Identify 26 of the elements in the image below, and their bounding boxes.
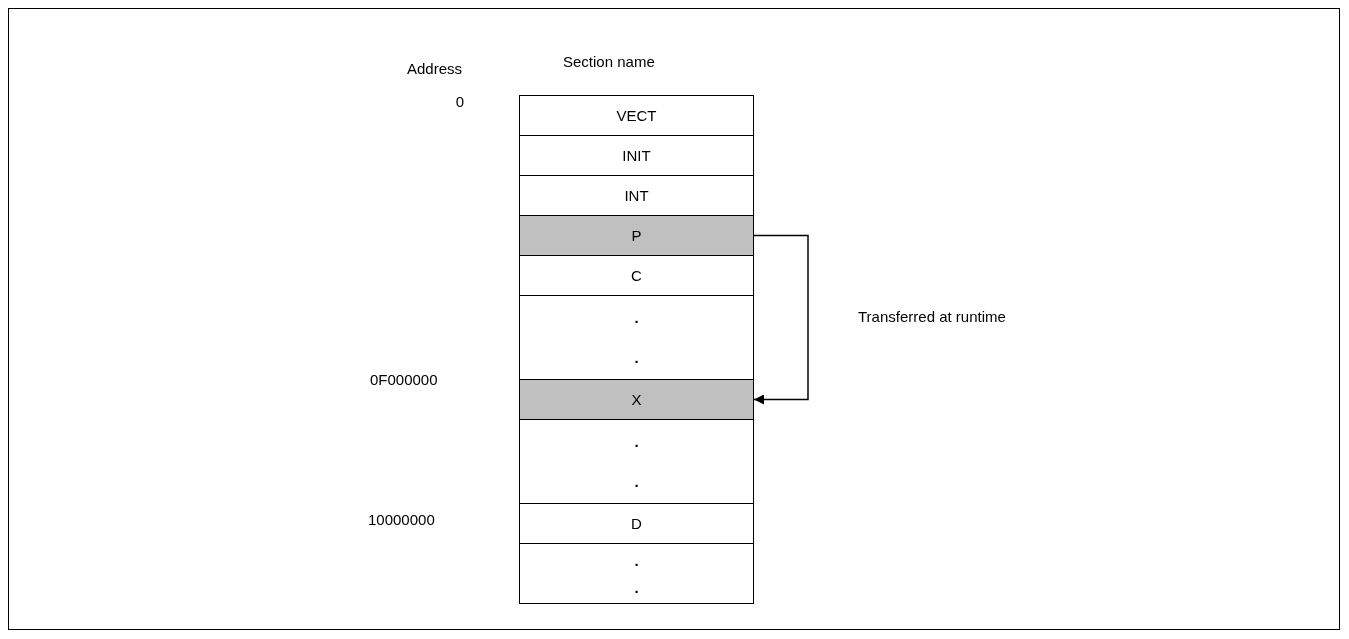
section-name: P xyxy=(631,227,642,244)
memory-section-row xyxy=(519,503,754,544)
memory-section-row xyxy=(519,215,754,256)
memory-section-row xyxy=(519,543,754,604)
section-name: X xyxy=(631,391,642,408)
memory-section-row xyxy=(519,255,754,296)
section-name: VECT xyxy=(616,107,657,124)
memory-section-row xyxy=(519,95,754,136)
section-name: C xyxy=(631,267,642,284)
address-label: 10000000 xyxy=(368,511,435,528)
section-name: D xyxy=(631,515,642,532)
memory-section-row xyxy=(519,419,754,504)
section-name: INIT xyxy=(622,147,651,164)
section-name: . . xyxy=(633,550,640,598)
address-label: 0 xyxy=(455,93,464,110)
memory-section-row xyxy=(519,295,754,380)
column-heading: Address xyxy=(406,60,462,77)
memory-section-row xyxy=(519,135,754,176)
arrow xyxy=(753,234,809,405)
memory-section-row xyxy=(519,175,754,216)
memory-section-row xyxy=(519,379,754,420)
section-name: INT xyxy=(624,187,649,204)
address-label: 0F000000 xyxy=(370,371,438,388)
section-name: . . xyxy=(633,431,640,492)
column-heading: Section name xyxy=(563,53,655,70)
section-name: . . xyxy=(633,307,640,368)
